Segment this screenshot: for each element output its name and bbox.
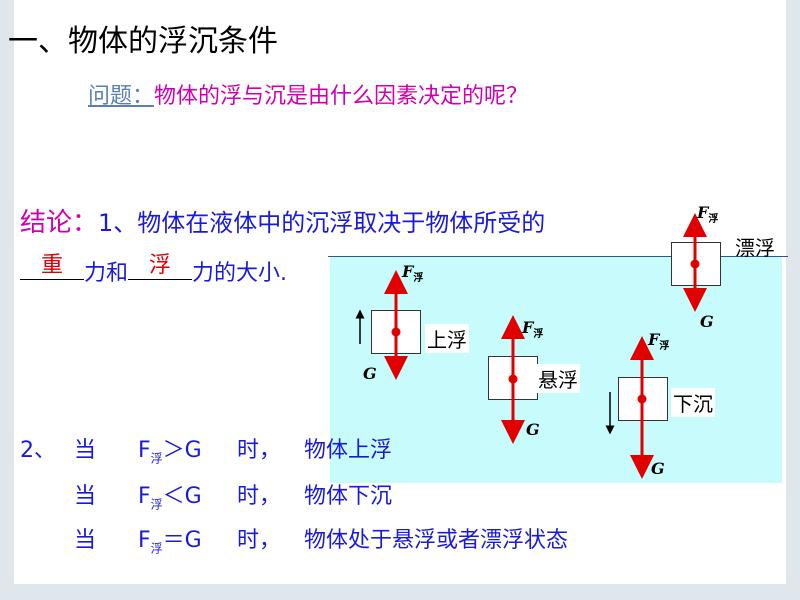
rule-result: 物体下沉 (304, 484, 393, 509)
page-title: 一、物体的浮沉条件 (8, 24, 278, 59)
liquid-surface (328, 256, 788, 257)
question-label: 问题： (88, 84, 155, 109)
arrows-suspended (501, 315, 525, 444)
conclusion-line-1: 结论：1、物体在液体中的沉浮取决于物体所受的 (20, 202, 545, 239)
conclusion-end: 力的大小. (192, 261, 288, 286)
rule-row: 2、 当 F浮＞G 时， 物体上浮 (0, 432, 800, 465)
conclusion-line-2: 重力和浮力的大小. (20, 253, 288, 287)
force-label-gravity: G (363, 364, 377, 383)
arrows-rising (355, 270, 408, 380)
question-text: 物体的浮与沉是由什么因素决定的呢？ (154, 84, 529, 109)
conclusion-label: 结论： (20, 208, 99, 238)
rule-time: 时， (237, 484, 282, 509)
blank-buoyancy: 浮 (128, 253, 193, 280)
label-rising: 上浮 (425, 324, 469, 353)
force-label-buoyancy: F浮 (522, 318, 544, 341)
rule-prefix: 2、 (20, 438, 56, 463)
answer-buoyancy: 浮 (149, 253, 172, 278)
blank-gravity: 重 (20, 253, 84, 280)
rule-time: 时， (237, 528, 282, 553)
rule-result: 物体上浮 (304, 438, 393, 463)
rule-condition: F浮＝G (138, 528, 202, 556)
label-floating: 漂浮 (735, 236, 775, 260)
rule-time: 时， (237, 438, 282, 463)
answer-gravity: 重 (40, 253, 63, 278)
rule-condition: F浮＞G (138, 438, 202, 466)
rule-condition: F浮＜G (138, 484, 202, 512)
force-label-gravity: G (700, 312, 714, 331)
rule-when: 当 (74, 528, 97, 553)
force-label-buoyancy: F浮 (648, 330, 670, 353)
rule-row: 当 F浮＝G 时， 物体处于悬浮或者漂浮状态 (0, 522, 800, 555)
conclusion-text: 1、物体在液体中的沉浮取决于物体所受的 (98, 209, 546, 237)
rule-row: 当 F浮＜G 时， 物体下沉 (0, 478, 800, 511)
force-label-buoyancy: F浮 (697, 203, 719, 226)
arrows-sinking (605, 336, 654, 479)
conclusion-mid: 力和 (84, 261, 129, 286)
label-sinking: 下沉 (671, 388, 715, 417)
rule-when: 当 (74, 438, 97, 463)
label-suspended: 悬浮 (536, 364, 580, 393)
force-label-buoyancy: F浮 (402, 262, 424, 285)
rule-result: 物体处于悬浮或者漂浮状态 (304, 528, 569, 553)
question: 问题：物体的浮与沉是由什么因素决定的呢？ (88, 78, 528, 110)
force-label-gravity: G (526, 420, 540, 439)
arrows-floating (683, 213, 707, 312)
rule-when: 当 (74, 484, 97, 509)
force-label-gravity: G (651, 459, 665, 478)
